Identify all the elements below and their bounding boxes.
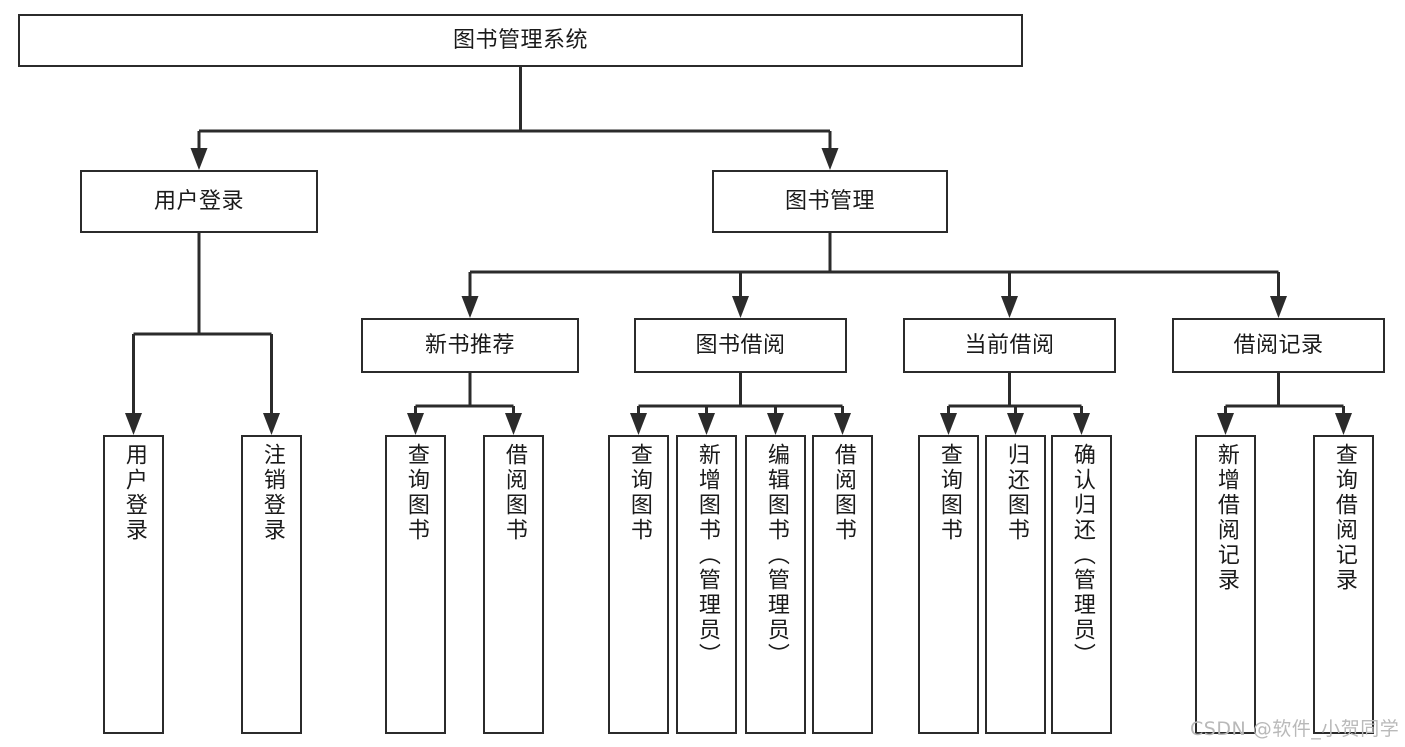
- node-label-leaf-new-2: 借阅图书: [501, 443, 527, 543]
- connector-arrowhead-leaf-bor-1: [630, 413, 647, 435]
- node-label-leaf-login-2: 注销登录: [259, 443, 285, 543]
- node-label-leaf-bor-4: 借阅图书: [830, 443, 856, 543]
- node-bookmgmt[interactable]: 图书管理: [712, 170, 948, 233]
- node-label-leaf-bor-3: 编辑图书（管理员）: [763, 443, 789, 668]
- node-leaf-new-1[interactable]: 查询图书: [385, 435, 446, 734]
- connector-arrowhead-records: [1270, 296, 1287, 318]
- node-newbook[interactable]: 新书推荐: [361, 318, 579, 373]
- connector-arrowhead-leaf-new-2: [505, 413, 522, 435]
- node-label-records: 借阅记录: [1233, 332, 1324, 358]
- connector-arrowhead-leaf-bor-3: [767, 413, 784, 435]
- connector-arrowhead-borrow: [732, 296, 749, 318]
- node-leaf-bor-4[interactable]: 借阅图书: [812, 435, 873, 734]
- node-leaf-cur-1[interactable]: 查询图书: [918, 435, 979, 734]
- connector-arrowhead-newbook: [461, 296, 479, 318]
- node-records[interactable]: 借阅记录: [1172, 318, 1385, 373]
- node-leaf-new-2[interactable]: 借阅图书: [483, 435, 544, 734]
- connector-arrowhead-leaf-login-1: [125, 413, 142, 435]
- connector-arrowhead-leaf-rec-1: [1217, 413, 1234, 435]
- node-label-leaf-bor-1: 查询图书: [626, 443, 652, 543]
- node-label-borrow: 图书借阅: [695, 332, 786, 358]
- node-leaf-cur-2[interactable]: 归还图书: [985, 435, 1046, 734]
- connector-arrowhead-leaf-cur-1: [940, 413, 957, 435]
- node-login[interactable]: 用户登录: [80, 170, 318, 233]
- node-label-leaf-rec-2: 查询借阅记录: [1331, 443, 1357, 593]
- node-leaf-cur-3[interactable]: 确认归还（管理员）: [1051, 435, 1112, 734]
- node-label-leaf-new-1: 查询图书: [403, 443, 429, 543]
- node-label-leaf-login-1: 用户登录: [121, 443, 147, 543]
- node-leaf-rec-1[interactable]: 新增借阅记录: [1195, 435, 1256, 734]
- node-leaf-bor-3[interactable]: 编辑图书（管理员）: [745, 435, 806, 734]
- connector-arrowhead-leaf-login-2: [263, 413, 280, 435]
- connector-arrowhead-login: [190, 148, 208, 170]
- node-leaf-login-1[interactable]: 用户登录: [103, 435, 164, 734]
- node-label-current: 当前借阅: [964, 332, 1055, 358]
- node-leaf-rec-2[interactable]: 查询借阅记录: [1313, 435, 1374, 734]
- connector-arrowhead-leaf-bor-2: [698, 413, 715, 435]
- node-borrow[interactable]: 图书借阅: [634, 318, 847, 373]
- connector-arrowhead-leaf-new-1: [407, 413, 424, 435]
- node-label-leaf-cur-1: 查询图书: [936, 443, 962, 543]
- node-label-root: 图书管理系统: [452, 27, 588, 53]
- node-label-leaf-cur-2: 归还图书: [1003, 443, 1029, 543]
- connector-arrowhead-leaf-rec-2: [1335, 413, 1352, 435]
- connector-arrowhead-leaf-cur-3: [1073, 413, 1090, 435]
- connector-arrowhead-leaf-cur-2: [1007, 413, 1024, 435]
- connector-arrowhead-current: [1001, 296, 1018, 318]
- node-label-login: 用户登录: [153, 188, 244, 214]
- node-leaf-bor-2[interactable]: 新增图书（管理员）: [676, 435, 737, 734]
- connector-arrowhead-bookmgmt: [821, 148, 839, 170]
- node-label-bookmgmt: 图书管理: [784, 188, 875, 214]
- csdn-watermark: CSDN @软件_小贺同学: [1190, 718, 1400, 740]
- node-label-leaf-bor-2: 新增图书（管理员）: [694, 443, 720, 668]
- node-root[interactable]: 图书管理系统: [18, 14, 1023, 67]
- node-label-leaf-rec-1: 新增借阅记录: [1213, 443, 1239, 593]
- node-leaf-bor-1[interactable]: 查询图书: [608, 435, 669, 734]
- node-current[interactable]: 当前借阅: [903, 318, 1116, 373]
- connector-arrowhead-leaf-bor-4: [834, 413, 851, 435]
- node-label-newbook: 新书推荐: [424, 332, 515, 358]
- node-leaf-login-2[interactable]: 注销登录: [241, 435, 302, 734]
- node-label-leaf-cur-3: 确认归还（管理员）: [1069, 443, 1095, 668]
